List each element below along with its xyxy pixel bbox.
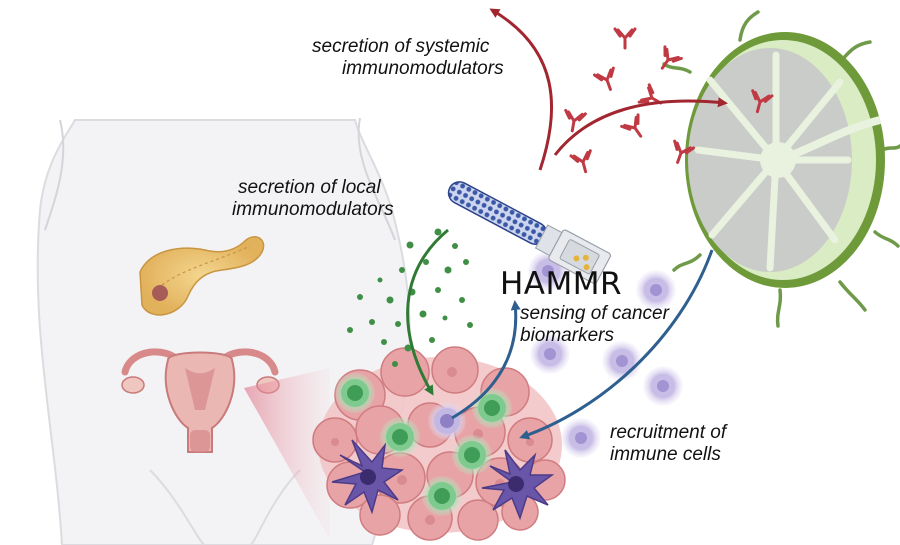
- recruited-immune-cells: [528, 251, 683, 458]
- dendritic-cell: [481, 449, 555, 521]
- label-sensing: sensing of cancer biomarkers: [520, 303, 669, 347]
- systemic-secretion-arrow: [489, 8, 554, 171]
- immune-cell: [530, 334, 570, 374]
- label-recruitment-line2: immune cells: [610, 444, 721, 465]
- label-systemic-secretion: secretion of systemic immunomodulators: [312, 36, 504, 80]
- dendritic-cell: [331, 439, 405, 515]
- lymph-node-arrow: [553, 97, 728, 156]
- immune-cell: [636, 270, 676, 310]
- immune-cell: [602, 341, 642, 381]
- label-recruitment-line1: recruitment of: [610, 422, 727, 443]
- t-cell: [472, 388, 512, 428]
- immune-cell: [643, 366, 683, 406]
- device-name: HAMMR: [500, 266, 623, 302]
- label-sensing-line1: sensing of cancer: [520, 303, 669, 324]
- label-local-line1: secretion of local: [238, 177, 381, 198]
- immune-cell: [561, 418, 601, 458]
- pancreas: [139, 236, 265, 316]
- uterus: [121, 348, 280, 453]
- label-local-secretion: secretion of local immunomodulators: [232, 177, 394, 221]
- sensed-immune-cell: [428, 402, 466, 440]
- label-recruitment: recruitment of immune cells: [610, 422, 726, 466]
- t-cells: [335, 373, 512, 516]
- antibodies: [564, 27, 774, 174]
- t-cell: [422, 476, 462, 516]
- t-cell: [335, 373, 375, 413]
- sensing-arrow: [451, 300, 521, 420]
- lymph-node: [662, 10, 900, 328]
- recruitment-arrow: [519, 249, 714, 440]
- t-cell: [452, 435, 492, 475]
- label-systemic-line2: immunomodulators: [342, 58, 504, 79]
- label-sensing-line2: biomarkers: [520, 325, 614, 346]
- hammr-device: [447, 181, 611, 284]
- local-secretion-arrow: [406, 228, 449, 396]
- label-systemic-line1: secretion of systemic: [312, 36, 490, 57]
- local-immunomodulator-particles: [347, 228, 473, 367]
- magnification-cone: [244, 368, 330, 540]
- t-cell: [380, 417, 420, 457]
- label-local-line2: immunomodulators: [232, 199, 394, 220]
